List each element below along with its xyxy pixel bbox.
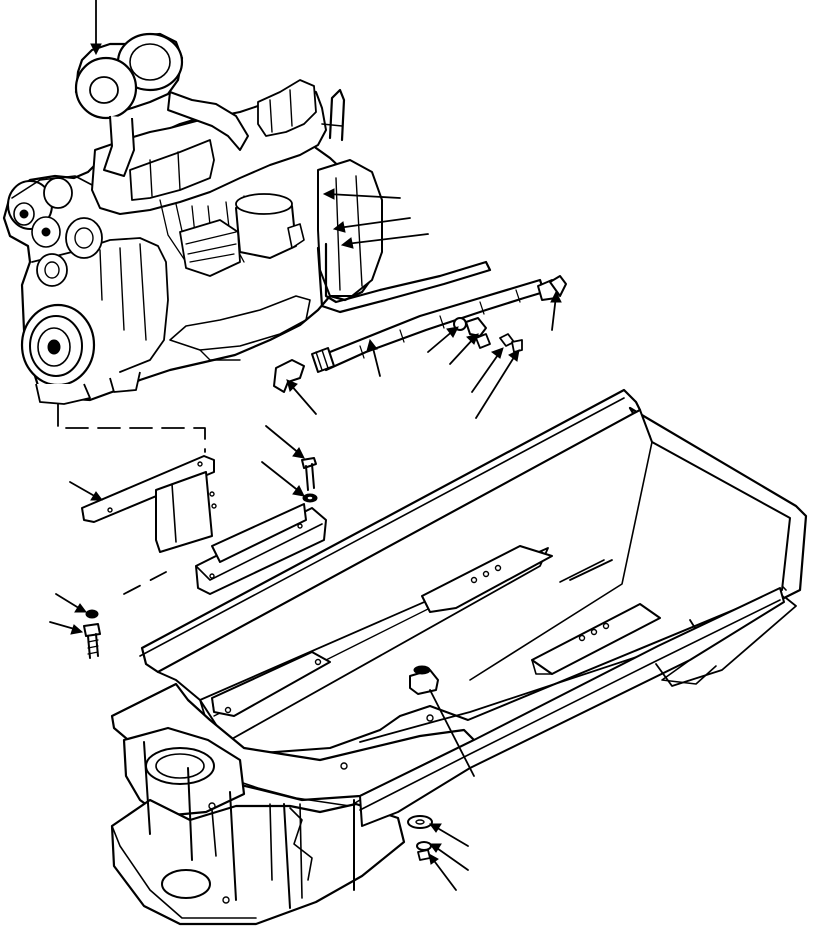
adapter-fitting: [537, 275, 567, 301]
engine: [2, 79, 383, 405]
flat-washer: [407, 815, 433, 829]
mounting-bolt: [301, 457, 318, 503]
washer-callouts: [49, 593, 87, 635]
lock-washer: [83, 609, 101, 659]
elbow-fitting: [273, 359, 305, 393]
hardware-callouts: [428, 823, 469, 891]
mounting-bracket-left: [81, 455, 217, 553]
turbocharger: [74, 32, 249, 177]
bolt-callouts: [261, 425, 305, 497]
hose-clamp: [311, 347, 335, 373]
mounting-bracket-right: [195, 503, 327, 595]
engine-callouts: [322, 188, 429, 249]
accessory-pulleys: [7, 175, 103, 287]
isolator-mount: [409, 665, 475, 777]
engine-frame: [110, 388, 808, 926]
small-fittings: [453, 317, 523, 353]
hose-callouts: [286, 290, 562, 419]
nut: [416, 841, 432, 861]
frame-mounting-pad: [211, 545, 661, 717]
crankshaft-pulley: [20, 303, 96, 387]
bracket-callouts: [69, 481, 103, 501]
